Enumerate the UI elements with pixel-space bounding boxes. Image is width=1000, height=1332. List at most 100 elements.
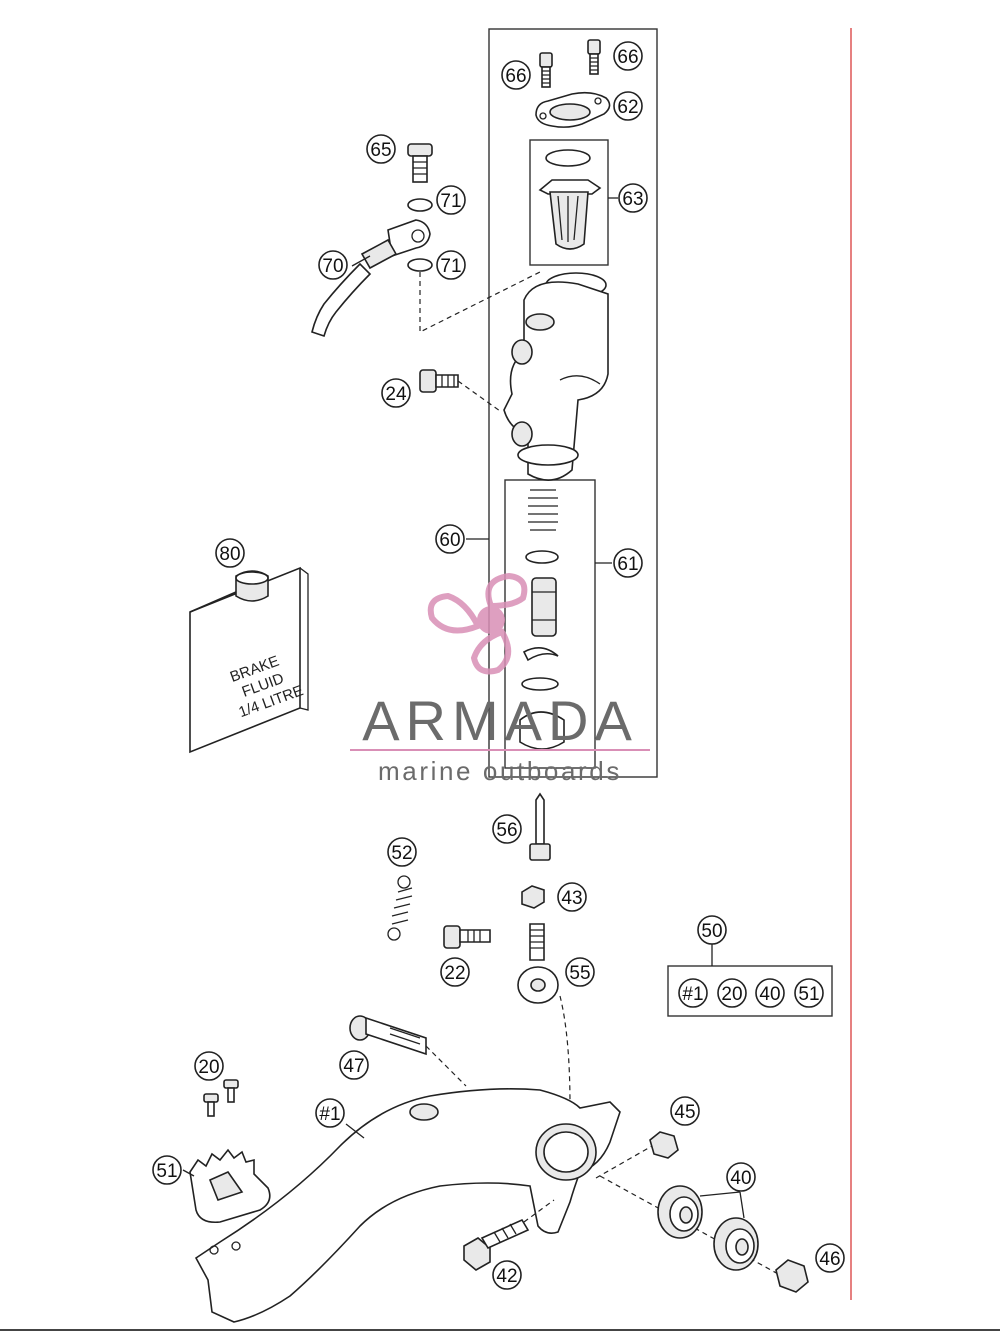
callout-pedal-1: #1 [315, 1098, 345, 1128]
kit-item-label: 51 [798, 984, 819, 1005]
callout-label: 66 [505, 66, 526, 87]
callout-43: 43 [557, 882, 587, 912]
callout-label: 61 [617, 554, 638, 575]
callout-40: 40 [726, 1162, 756, 1192]
pedal-step-51 [189, 1148, 271, 1224]
callout-61: 61 [613, 548, 643, 578]
callout-label: 46 [819, 1249, 840, 1270]
callout-52: 52 [387, 837, 417, 867]
callout-66-left: 66 [501, 60, 531, 90]
callout-label: 56 [496, 820, 517, 841]
callout-label: 51 [156, 1161, 177, 1182]
callout-label: #1 [319, 1104, 340, 1125]
washer-71-upper [407, 198, 433, 212]
reservoir-cap-62 [535, 91, 611, 128]
callout-label: 52 [391, 843, 412, 864]
kit-frame-63 [529, 139, 609, 266]
callout-label: 60 [439, 530, 460, 551]
bolt-22 [443, 925, 491, 949]
callout-label: 66 [617, 47, 638, 68]
seal-61 [525, 550, 559, 564]
callout-leaders [182, 197, 745, 1219]
callout-55: 55 [565, 957, 595, 987]
callout-label: 40 [730, 1168, 751, 1189]
spring-61 [528, 489, 558, 531]
kit-item-label: 20 [721, 984, 742, 1005]
callout-47: 47 [339, 1050, 369, 1080]
callout-label: 63 [622, 189, 643, 210]
kit-item-51: 51 [794, 978, 824, 1008]
kit-item-1: #1 [678, 978, 708, 1008]
leader-bolt47-dash [425, 1045, 467, 1087]
kit-item-label: #1 [682, 984, 703, 1005]
callout-label: 65 [370, 140, 391, 161]
callout-label: 71 [440, 191, 461, 212]
callout-label: 20 [198, 1057, 219, 1078]
callout-60: 60 [435, 524, 465, 554]
callout-label: 80 [219, 544, 240, 565]
kit-frame-50 [667, 965, 833, 1017]
callout-22: 22 [440, 957, 470, 987]
callout-63: 63 [618, 183, 648, 213]
callout-label: 42 [496, 1266, 517, 1287]
callout-20: 20 [194, 1051, 224, 1081]
piston-61 [531, 577, 557, 637]
brake-pedal-1 [194, 1088, 621, 1323]
callout-71-lower: 71 [436, 250, 466, 280]
kit-item-20: 20 [717, 978, 747, 1008]
callout-label: 71 [440, 256, 461, 277]
callout-label: 45 [674, 1102, 695, 1123]
watermark-brand: ARMADA [362, 689, 638, 752]
armada-logo-icon [427, 572, 528, 675]
leader-clevis-dash [559, 995, 571, 1107]
callout-label: 24 [385, 384, 407, 405]
clevis-55 [517, 923, 559, 1004]
nut-45 [649, 1131, 679, 1159]
brake-fluid-can-80 [189, 566, 309, 754]
master-cylinder-body [503, 272, 609, 481]
callout-label: 47 [343, 1056, 364, 1077]
brake-line-70 [311, 219, 431, 338]
callout-71-upper: 71 [436, 185, 466, 215]
callout-56: 56 [492, 814, 522, 844]
callout-66-right: 66 [613, 41, 643, 71]
callout-65: 65 [366, 134, 396, 164]
callout-70: 70 [318, 250, 348, 280]
callout-label: 70 [322, 256, 343, 277]
return-spring-52 [387, 875, 413, 941]
nut-46 [775, 1259, 809, 1293]
leader-bolt24-dash [457, 380, 501, 412]
callout-50: 50 [697, 915, 727, 945]
callout-label: 22 [444, 963, 465, 984]
kit-item-40: 40 [755, 978, 785, 1008]
callout-42: 42 [492, 1260, 522, 1290]
callout-label: 62 [617, 97, 638, 118]
screws-20 [203, 1079, 239, 1117]
screw-66-right [587, 39, 601, 75]
leader-banjo-dash [419, 271, 541, 333]
nut-43 [521, 885, 545, 909]
pivot-bolt-47 [349, 1015, 427, 1056]
watermark-tagline: marine outboards [378, 756, 622, 786]
kit-item-label: 40 [759, 984, 780, 1005]
callout-label: 55 [569, 963, 590, 984]
circlip-61 [522, 647, 559, 662]
callout-45: 45 [670, 1096, 700, 1126]
bearing-40-b [713, 1217, 759, 1271]
boot-61 [519, 711, 565, 750]
callout-46: 46 [815, 1243, 845, 1273]
diaphragm-63 [538, 149, 602, 250]
leader-axis-dash [595, 1145, 801, 1287]
washer-71-lower [407, 258, 433, 272]
callout-51: 51 [152, 1155, 182, 1185]
bolt-24 [419, 369, 459, 393]
callout-label: 43 [561, 888, 582, 909]
pushrod-56 [529, 792, 551, 861]
circlip-61-b [521, 677, 559, 691]
bearing-40-a [657, 1185, 703, 1239]
callout-62: 62 [613, 91, 643, 121]
banjo-bolt-65 [407, 143, 433, 183]
screw-66-left [539, 52, 553, 88]
leader-bolt42-dash [523, 1199, 555, 1223]
callout-label: 50 [701, 921, 722, 942]
